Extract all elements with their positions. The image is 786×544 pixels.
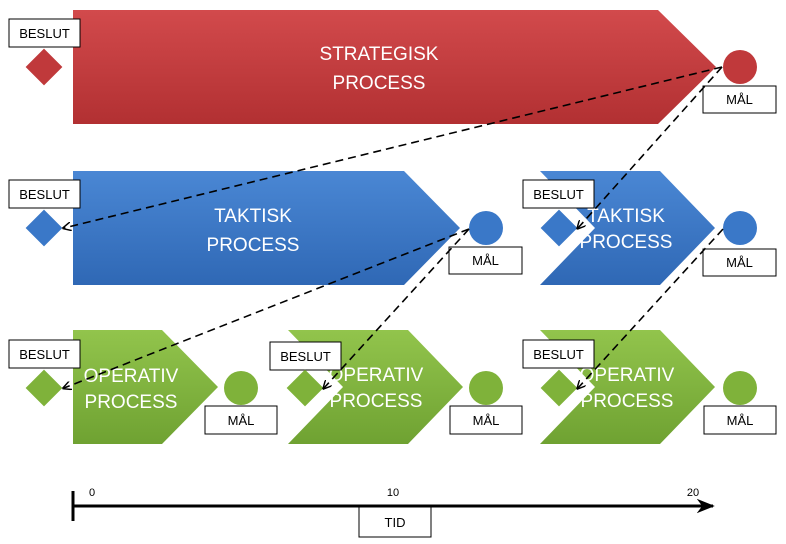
decision-diamond <box>540 209 578 247</box>
strategic-process: STRATEGISK PROCESS <box>73 10 716 124</box>
operative-goal-1: MÅL <box>204 371 278 435</box>
strategic-decision: BESLUT <box>8 18 81 86</box>
time-axis: 0 10 20 TID <box>71 487 715 538</box>
decision-label: BESLUT <box>19 187 70 202</box>
goal-circle <box>723 50 757 84</box>
strategic-goal: MÅL <box>702 50 777 114</box>
decision-label: BESLUT <box>533 187 584 202</box>
operative-decision-3: BESLUT <box>522 339 595 407</box>
decision-box <box>8 339 81 369</box>
goal-label: MÅL <box>228 413 255 428</box>
goal-circle <box>469 371 503 405</box>
goal-circle <box>723 371 757 405</box>
goal-label: MÅL <box>727 413 754 428</box>
tactical-goal-2: MÅL <box>702 211 777 277</box>
goal-label: MÅL <box>726 92 753 107</box>
tactical-process-1: TAKTISK PROCESS <box>73 171 460 285</box>
goal-circle <box>723 211 757 245</box>
operative-decision-2: BESLUT <box>269 341 342 407</box>
decision-diamond <box>25 209 63 247</box>
goal-label: MÅL <box>726 255 753 270</box>
strategic-process-arrow <box>73 10 716 124</box>
operative-process-1-arrow <box>73 330 218 444</box>
goal-box <box>702 248 777 277</box>
goal-label: MÅL <box>472 253 499 268</box>
operative-decision-1: BESLUT <box>8 339 81 407</box>
tactical-process-1-label-line1: TAKTISK <box>214 206 292 227</box>
tactical-goal-1: MÅL <box>448 211 523 275</box>
decision-label: BESLUT <box>19 347 70 362</box>
tactical-process-1-label-line2: PROCESS <box>207 235 300 256</box>
decision-box <box>8 18 81 48</box>
decision-box <box>522 179 595 209</box>
goal-circle <box>469 211 503 245</box>
decision-diamond <box>286 369 324 407</box>
decision-box <box>8 179 81 209</box>
time-label: TID <box>385 515 406 530</box>
operative-process-1-label-line1: OPERATIV <box>84 366 179 387</box>
tick-label-0: 0 <box>89 487 95 499</box>
operative-goal-2: MÅL <box>449 371 523 435</box>
connector-strategic-to-tactical-1 <box>64 66 723 228</box>
operative-goal-3: MÅL <box>703 371 777 435</box>
goal-label: MÅL <box>473 413 500 428</box>
operative-process-3-label-line2: PROCESS <box>581 391 674 412</box>
strategic-process-label-line2: PROCESS <box>333 73 426 94</box>
decision-diamond <box>25 48 63 86</box>
goal-box <box>449 405 523 435</box>
tactical-decision-2: BESLUT <box>522 179 595 247</box>
connector-tactical-to-operative-2 <box>324 228 470 388</box>
tick-label-20: 20 <box>687 487 699 499</box>
goal-box <box>703 405 777 435</box>
operative-process-2-label-line2: PROCESS <box>330 391 423 412</box>
tactical-process-2-label-line1: TAKTISK <box>587 206 665 227</box>
goal-box <box>702 85 777 114</box>
goal-box <box>448 246 523 275</box>
decision-diamond <box>540 369 578 407</box>
operative-process-3-label-line1: OPERATIV <box>580 365 675 386</box>
time-label-box <box>358 506 432 538</box>
operative-process-2-label-line1: OPERATIV <box>329 365 424 386</box>
goal-circle <box>224 371 258 405</box>
connector-tactical-to-operative-3 <box>578 228 724 388</box>
decision-diamond <box>25 369 63 407</box>
tactical-process-2-label-line2: PROCESS <box>580 232 673 253</box>
strategic-process-label-line1: STRATEGISK <box>320 44 439 65</box>
decision-label: BESLUT <box>19 26 70 41</box>
decision-box <box>522 339 595 369</box>
connector-tactical-to-operative-1 <box>64 228 470 388</box>
tick-label-10: 10 <box>387 487 399 499</box>
tactical-decision-1: BESLUT <box>8 179 81 247</box>
operative-process-1-label-line2: PROCESS <box>85 392 178 413</box>
tactical-process-1-arrow <box>73 171 460 285</box>
goal-box <box>204 405 278 435</box>
operative-process-1: OPERATIV PROCESS <box>73 330 218 444</box>
decision-box <box>269 341 342 371</box>
decision-label: BESLUT <box>533 347 584 362</box>
connector-strategic-to-tactical-2 <box>578 66 723 228</box>
decision-label: BESLUT <box>280 349 331 364</box>
connectors <box>64 66 724 388</box>
